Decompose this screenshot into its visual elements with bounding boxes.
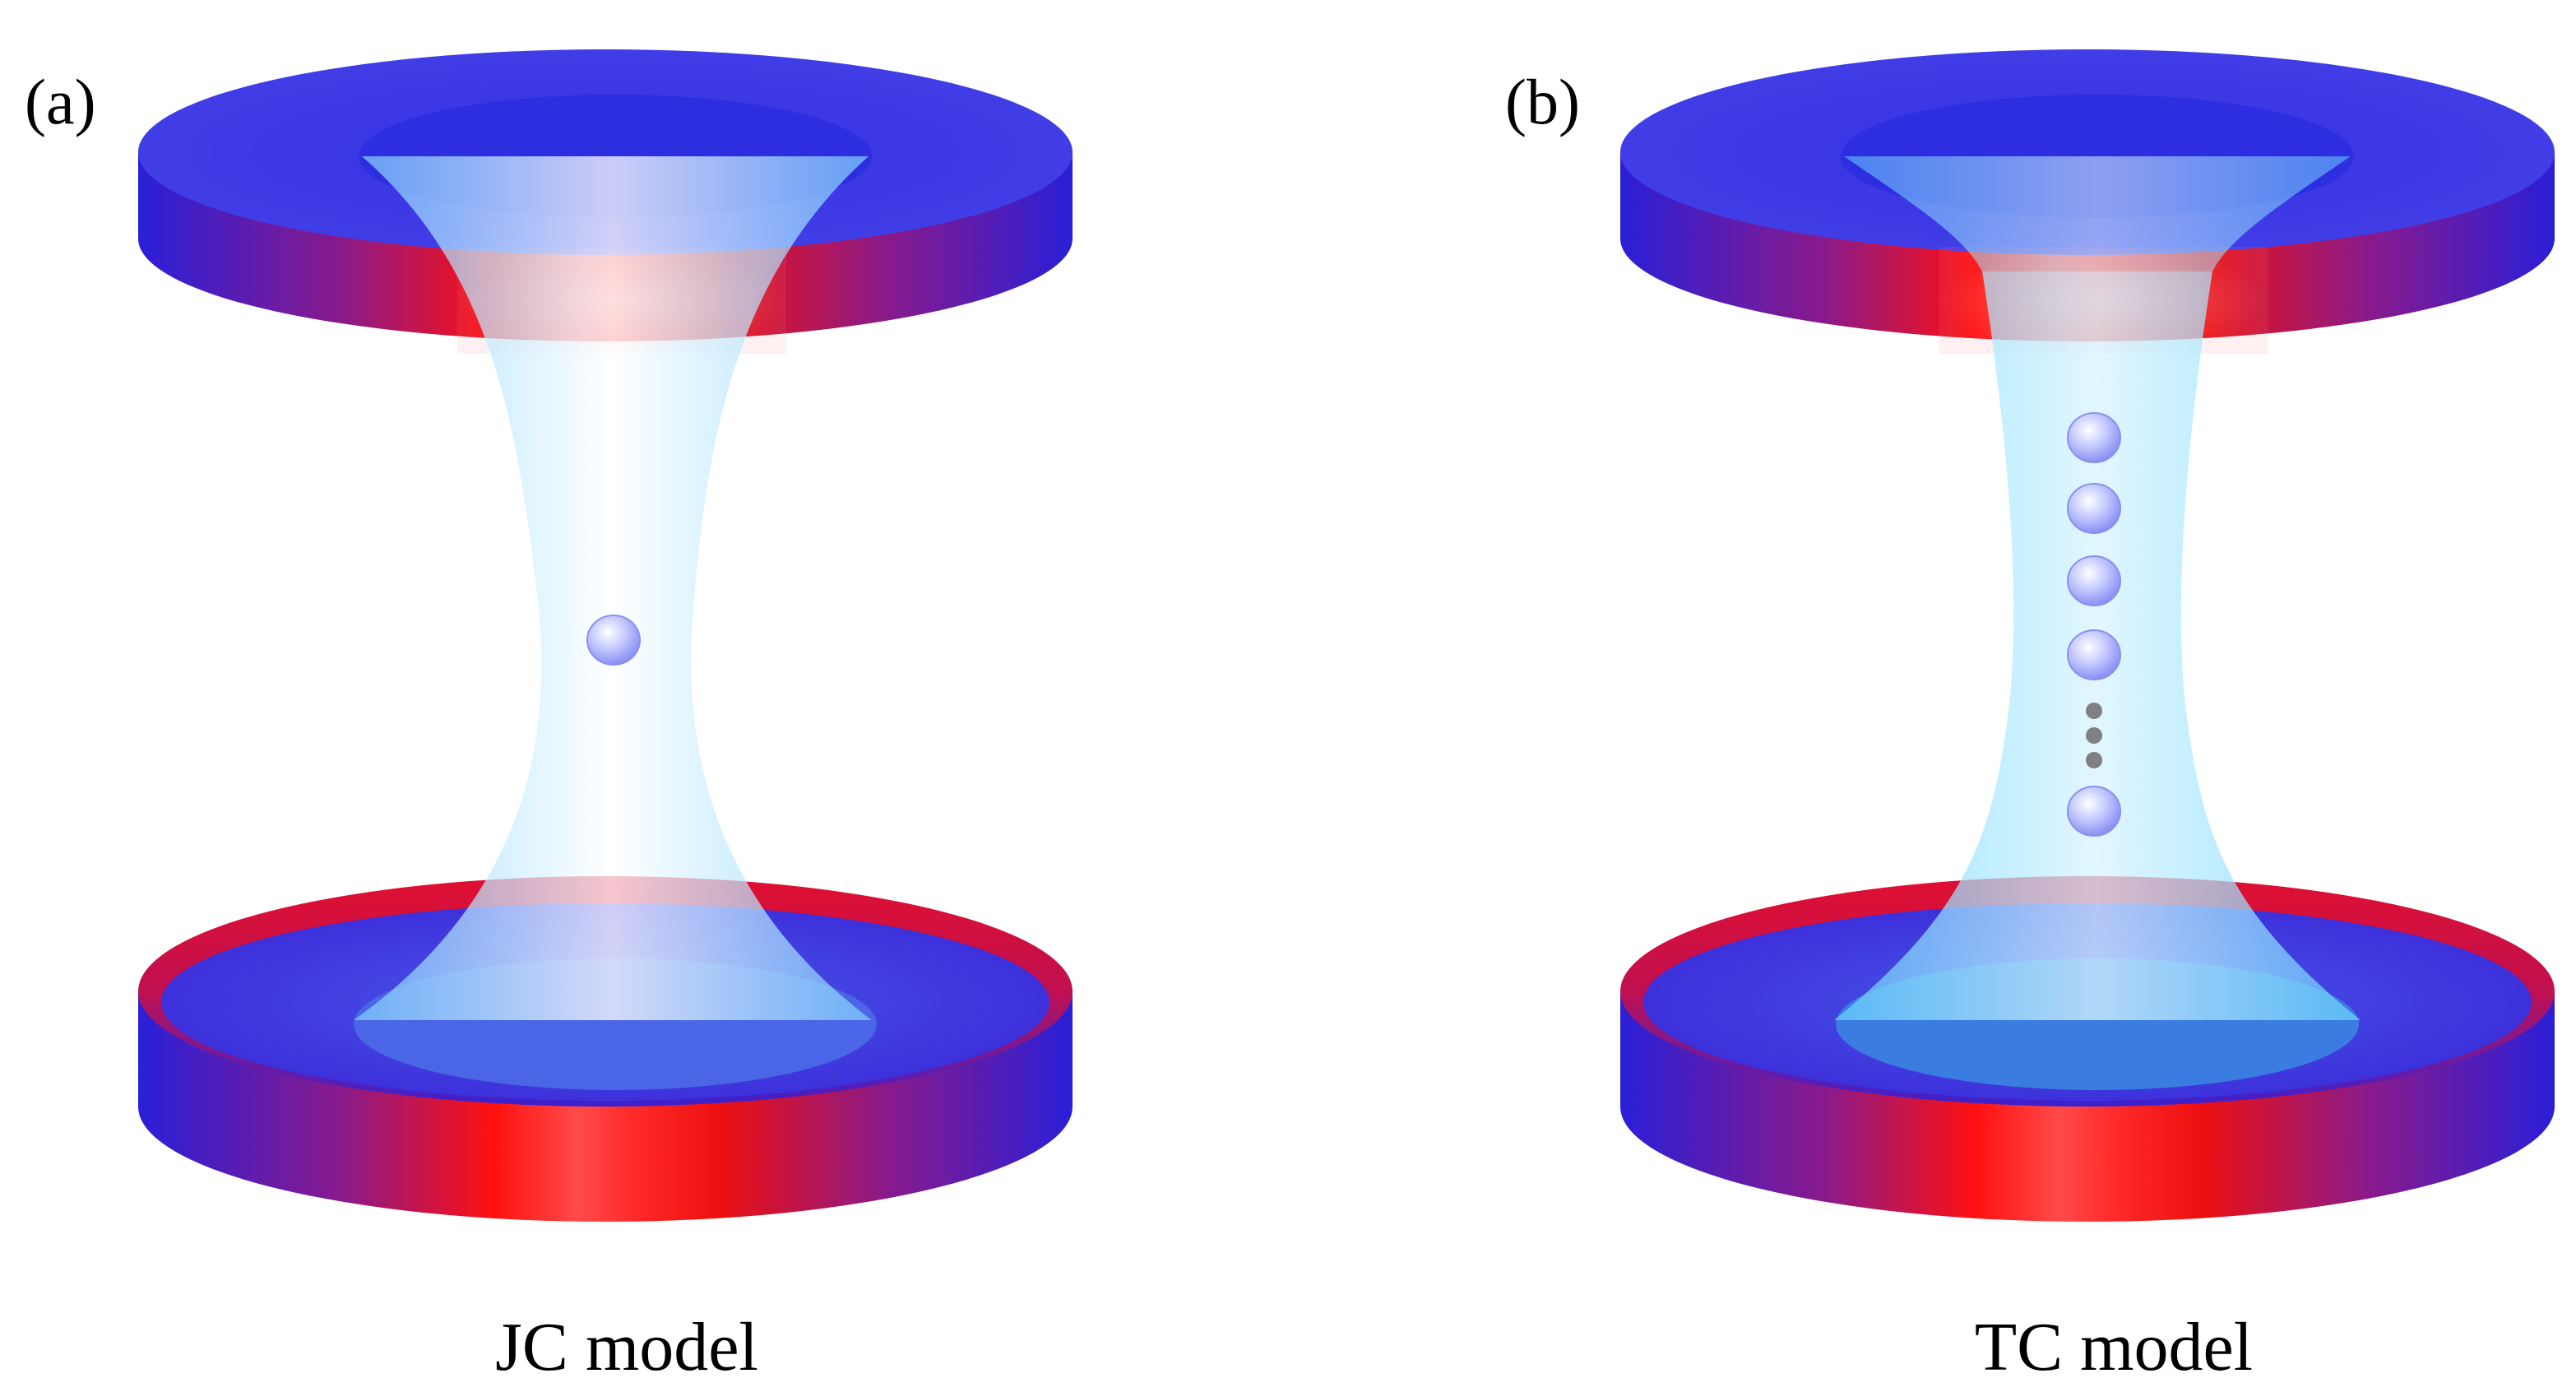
atom-column-b <box>2067 412 2121 837</box>
panel-a: (a) JC model <box>25 49 1073 1385</box>
atom <box>2067 786 2121 837</box>
ellipsis-dot <box>2086 727 2102 744</box>
atom <box>2067 629 2121 680</box>
atom <box>2067 412 2121 463</box>
atom <box>586 615 641 666</box>
caption-b: TC model <box>1975 1309 2253 1385</box>
panel-label-a: (a) <box>25 66 96 137</box>
panel-label-b: (b) <box>1505 66 1580 137</box>
atom <box>2067 555 2121 606</box>
ellipsis-dot <box>2086 752 2102 768</box>
ellipsis-dot <box>2086 703 2102 719</box>
caption-a: JC model <box>495 1309 758 1385</box>
cavity-beam <box>354 156 872 1020</box>
atom <box>2067 483 2121 534</box>
panel-b: (b) TC model <box>1505 49 2555 1385</box>
atom-column-a <box>586 615 641 666</box>
